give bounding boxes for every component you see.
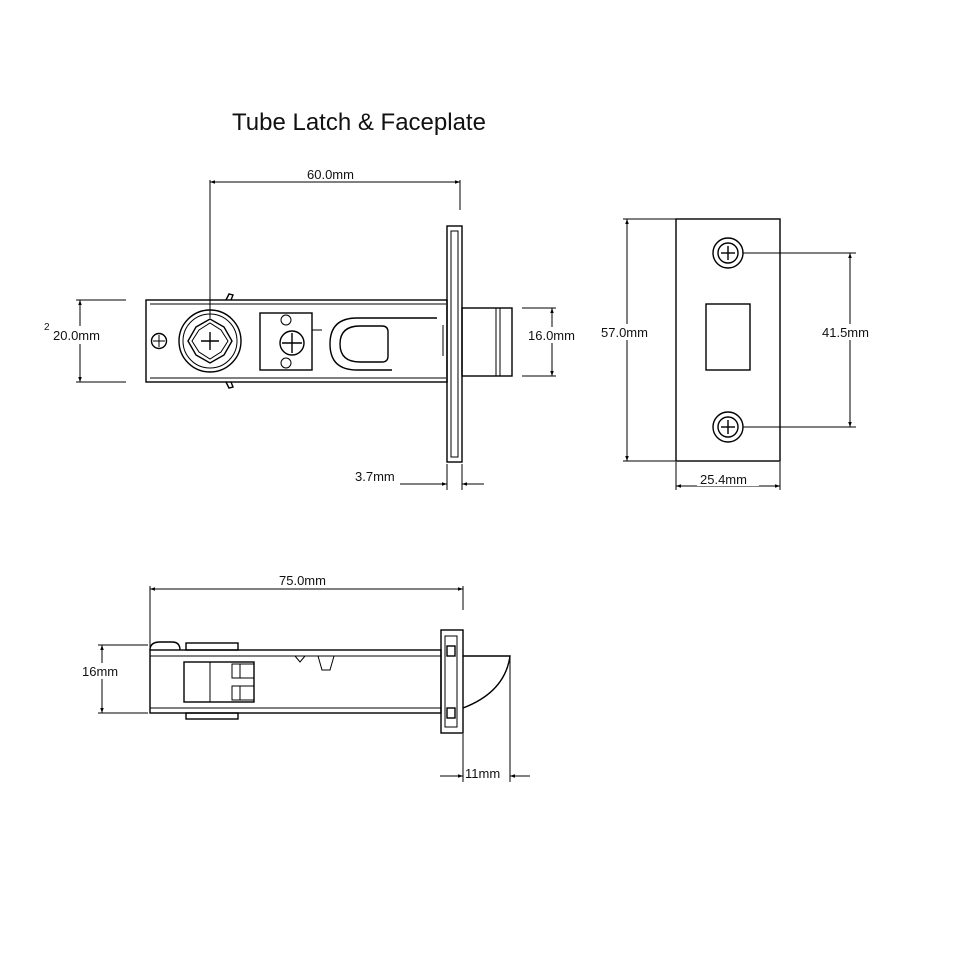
side-body [149,649,442,714]
faceplate-front-view [675,218,781,462]
dim-side-height: 16mm [80,644,148,714]
dim-faceplate-height: 57.0mm [600,218,676,462]
dim-label-faceplate-thickness: 3.7mm [355,469,395,484]
faceplate-screw-bottom-icon [712,411,744,443]
dim-overall-length: 75.0mm [149,573,464,648]
latch-front-view [145,225,513,463]
dim-label-screw-centers: 41.5mm [822,325,869,340]
latch-opening [705,303,751,371]
dim-label-bolt-height: 16.0mm [528,328,575,343]
dim-label-side-height: 16mm [82,664,118,679]
side-follower-block [183,661,255,703]
spindle-follower-icon [178,309,242,373]
dim-label-overall-length: 75.0mm [279,573,326,588]
dim-label-bolt-projection: 11mm [465,766,500,781]
dim-label-body-height: 20.0mm [53,328,100,343]
latch-bolt [461,307,513,377]
drawing-title: Tube Latch & Faceplate [232,109,486,136]
faceplate-screw-top-icon [712,237,744,269]
dim-faceplate-thickness: 3.7mm [355,464,484,490]
dim-bolt-height: 16.0mm [522,307,580,377]
dim-label-faceplate-width: 25.4mm [700,472,747,487]
dim-faceplate-width: 25.4mm [675,462,781,490]
faceplate-plate [675,218,781,462]
tie-bolt-plate [259,312,322,371]
dim-bolt-projection: 11mm [440,656,530,782]
dim-backset: 60.0mm [209,166,461,318]
dim-label-backset: 60.0mm [307,167,354,182]
latch-side-view [149,629,511,734]
side-latch-bolt [462,655,511,709]
dim-screw-centers: 41.5mm [743,252,878,428]
body-screw-icon [150,332,168,350]
faceplate-edge [446,225,463,463]
side-faceplate [440,629,464,734]
dim-body-height: 2 20.0mm [42,299,126,383]
dim-label-faceplate-height: 57.0mm [601,325,648,340]
latch-slot [329,317,437,371]
dim-prefix-body-height: 2 [44,322,50,333]
